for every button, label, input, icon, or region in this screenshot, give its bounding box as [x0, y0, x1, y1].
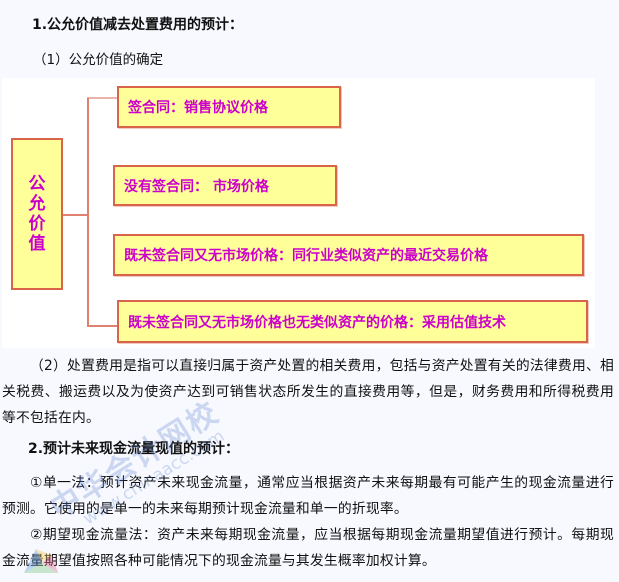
- root-box-fair-value: 公 允 价 值: [11, 138, 63, 290]
- root-char: 值: [28, 234, 46, 254]
- root-char: 价: [28, 214, 46, 234]
- paragraph-disposal-expenses: （2）处置费用是指可以直接归属于资产处置的相关费用，包括与资产处置有关的法律费用…: [2, 358, 614, 426]
- connector-branch-1: [87, 97, 117, 99]
- branch-label: 既未签合同又无市场价格：同行业类似资产的最近交易价格: [124, 248, 488, 264]
- branch-box-valuation-technique: 既未签合同又无市场价格也无类似资产的价格：采用估值技术: [117, 300, 588, 343]
- root-char: 公: [28, 174, 46, 194]
- branch-box-no-contract: 没有签合同： 市场价格: [113, 165, 337, 206]
- subheading-fair-value-determination: （1）公允价值的确定: [33, 52, 164, 68]
- branch-label: 没有签合同： 市场价格: [124, 178, 269, 195]
- branch-label: 既未签合同又无市场价格也无类似资产的价格：采用估值技术: [128, 314, 506, 331]
- root-char: 允: [28, 194, 46, 214]
- section-heading-fair-value: 1.公允价值减去处置费用的预计：: [32, 17, 244, 33]
- paragraph-single-method: ①单一法：预计资产未来现金流量，通常应当根据资产未来每期最有可能产生的现金流量进…: [2, 475, 614, 517]
- section-heading-present-value: 2.预计未来现金流量现值的预计：: [28, 441, 240, 457]
- branch-label: 签合同：销售协议价格: [128, 100, 268, 116]
- connector-trunk: [87, 98, 89, 327]
- paragraph-expected-cashflow-method: ②期望现金流量法：资产未来每期现金流量，应当根据每期现金流量期望值进行预计。每期…: [2, 527, 614, 569]
- branch-box-no-market-price: 既未签合同又无市场价格：同行业类似资产的最近交易价格: [113, 234, 584, 276]
- connector-root: [63, 214, 88, 216]
- connector-branch-4: [87, 325, 117, 327]
- branch-box-signed-contract: 签合同：销售协议价格: [117, 86, 341, 128]
